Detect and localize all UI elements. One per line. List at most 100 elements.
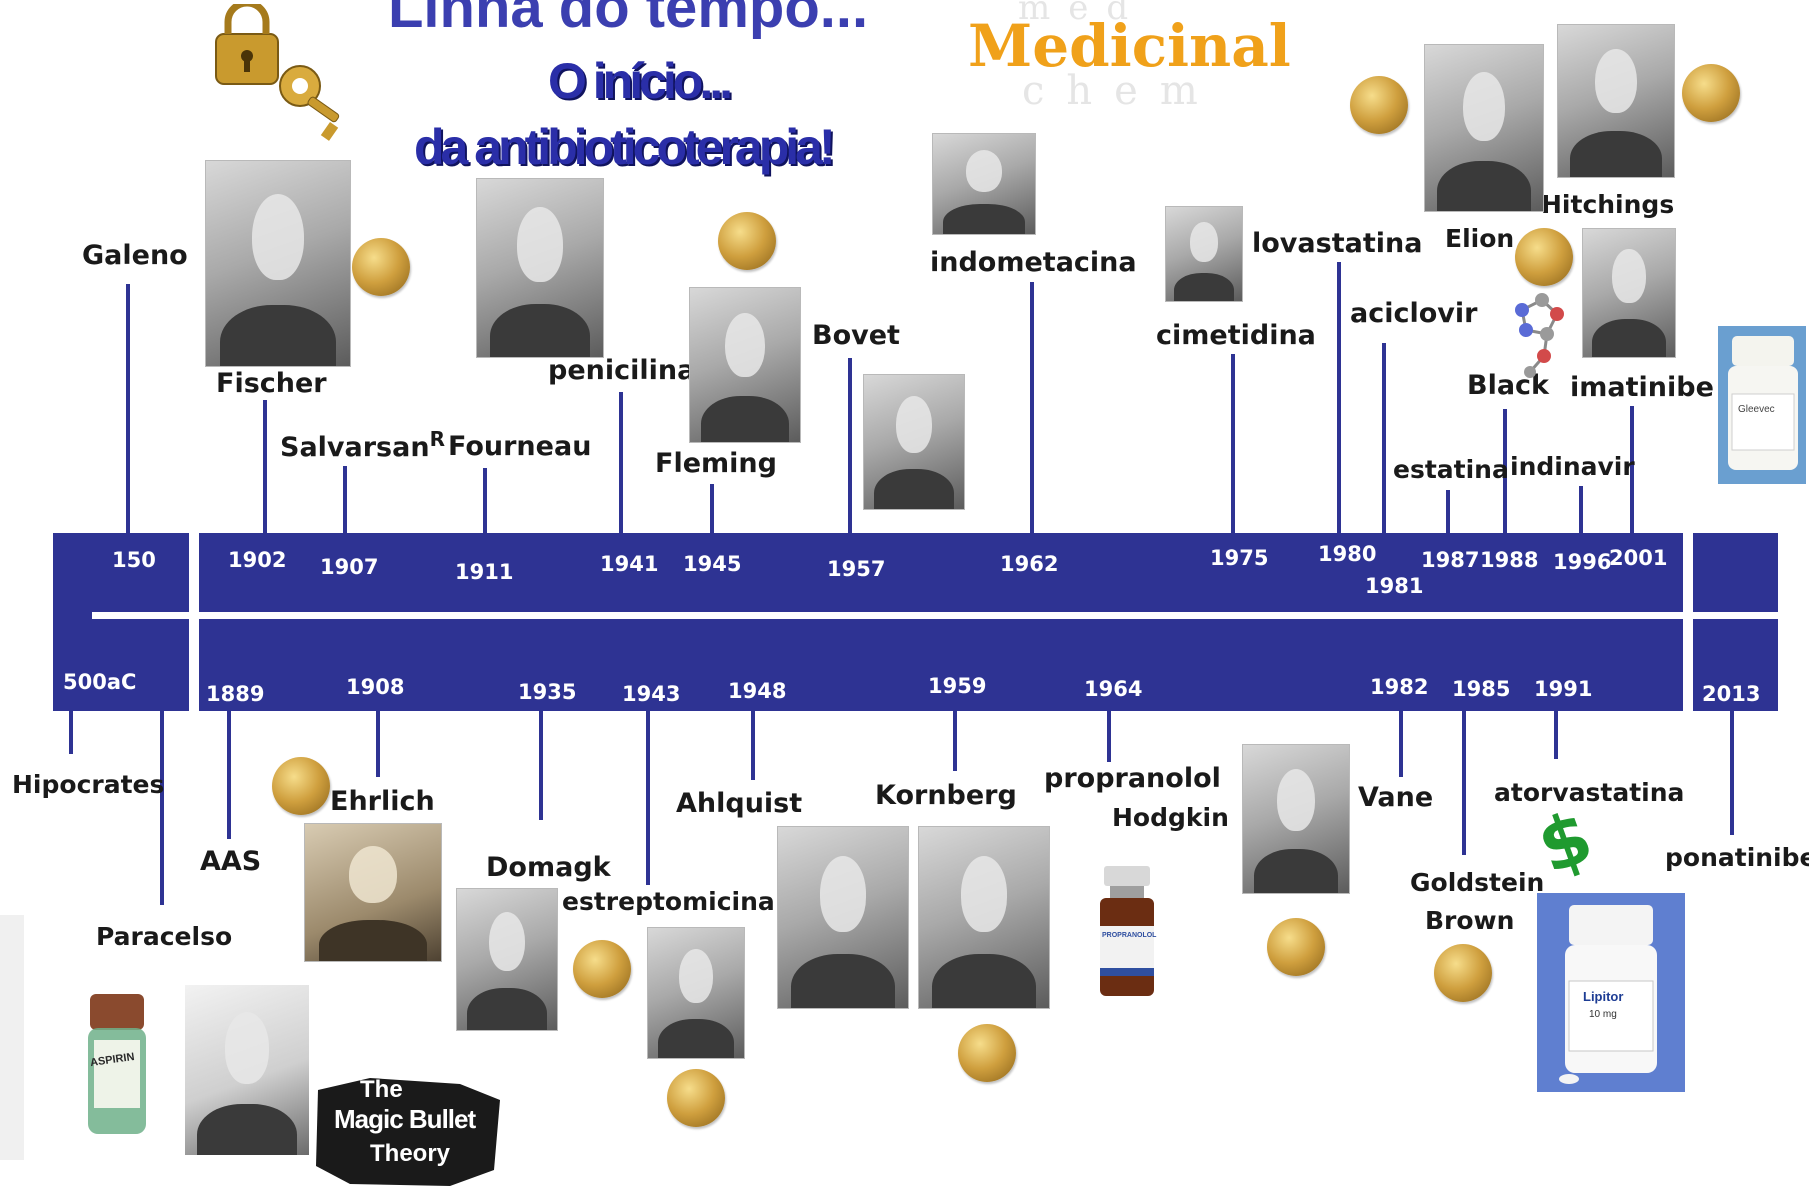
propranolol-vial-label: PROPRANOLOL	[1102, 932, 1157, 939]
stem-atorvastatina	[1554, 711, 1558, 759]
stem-imatinibe	[1630, 406, 1634, 533]
stem-galeno	[126, 284, 130, 533]
stem-estreptomicina	[646, 711, 650, 885]
label-aas: AAS	[200, 846, 262, 877]
label-black: Black	[1467, 370, 1550, 401]
nobel-medal-icon	[667, 1069, 725, 1127]
stem-propranolol	[1107, 711, 1111, 762]
stem-paracelso	[160, 711, 164, 905]
year-2013: 2013	[1702, 682, 1761, 706]
portrait-cimetidina	[1165, 206, 1243, 302]
stem-indinavir	[1579, 486, 1583, 533]
label-estreptomicina: estreptomicina	[562, 887, 775, 916]
portrait-fleming	[689, 287, 801, 443]
label-salvarsan-text: Salvarsan	[280, 432, 430, 463]
lipitor-bottle-image: Lipitor 10 mg	[1537, 893, 1685, 1092]
stem-aciclovir	[1382, 343, 1386, 533]
stem-fischer	[263, 400, 267, 533]
stem-salvarsan	[343, 466, 347, 533]
nobel-medal-icon	[573, 940, 631, 998]
label-goldstein: Goldstein	[1410, 868, 1545, 897]
label-ahlquist: Ahlquist	[676, 788, 803, 819]
page-title: Linha do tempo...	[388, 0, 869, 40]
label-galeno: Galeno	[82, 240, 188, 271]
stem-bovet	[848, 358, 852, 533]
portrait-kornberg	[918, 826, 1050, 1009]
year-1911: 1911	[455, 560, 514, 584]
label-indometacina: indometacina	[930, 247, 1137, 278]
label-ehrlich: Ehrlich	[330, 786, 435, 817]
label-elion: Elion	[1445, 224, 1515, 253]
year-1889: 1889	[206, 682, 265, 706]
magic-bullet-line1: The	[360, 1076, 403, 1103]
molecule-icon	[1502, 290, 1572, 380]
portrait-domagk	[456, 888, 558, 1031]
year-1981: 1981	[1365, 574, 1424, 598]
stem-black	[1503, 409, 1507, 533]
stem-fleming	[710, 484, 714, 533]
year-1975: 1975	[1210, 546, 1269, 570]
year-1945: 1945	[683, 552, 742, 576]
year-1943: 1943	[622, 682, 681, 706]
lipitor-label: Lipitor	[1583, 989, 1624, 1004]
label-estatina: estatina	[1393, 455, 1509, 484]
year-1902: 1902	[228, 548, 287, 572]
nobel-medal-icon	[1515, 228, 1573, 286]
label-ponatinibe: ponatinibe	[1665, 843, 1809, 872]
portrait-ehrlich	[304, 823, 442, 962]
brand-logo: Medicinal	[968, 12, 1291, 80]
timeline-divider	[92, 612, 1782, 619]
stem-estatina	[1446, 490, 1450, 533]
year-1980: 1980	[1318, 542, 1377, 566]
year-1982: 1982	[1370, 675, 1429, 699]
year-1935: 1935	[518, 680, 577, 704]
nobel-medal-icon	[718, 212, 776, 270]
year-1957: 1957	[827, 557, 886, 581]
label-vane: Vane	[1358, 782, 1434, 813]
portrait-hodgkin	[1242, 744, 1350, 894]
portrait-fischer	[205, 160, 351, 367]
stem-kornberg	[953, 711, 957, 771]
label-fischer: Fischer	[216, 368, 327, 399]
stem-lovastatina	[1337, 262, 1341, 533]
year-1985: 1985	[1452, 677, 1511, 701]
stem-hipocrates	[69, 711, 73, 754]
portrait-paracelso	[185, 985, 309, 1155]
brand-watermark-top: med	[1018, 0, 1147, 28]
portrait-fourneau	[476, 178, 604, 358]
label-hitchings: Hitchings	[1541, 190, 1675, 219]
nobel-medal-icon	[1434, 944, 1492, 1002]
nobel-medal-icon	[1682, 64, 1740, 122]
portrait-hitchings	[1557, 24, 1675, 178]
label-bovet: Bovet	[812, 320, 900, 351]
year-1988: 1988	[1480, 548, 1539, 572]
portrait-ahlquist	[777, 826, 909, 1009]
propranolol-vial-image: PROPRANOLOL	[1096, 866, 1158, 998]
gleevec-label: Gleevec	[1738, 404, 1775, 415]
subtitle-line2: da antibioticoterapia!	[414, 119, 836, 175]
portrait-indometacina	[932, 133, 1036, 235]
label-indinavir: indinavir	[1510, 452, 1635, 481]
year-1996: 1996	[1553, 550, 1612, 574]
stem-cimetidina	[1231, 354, 1235, 533]
stem-aas	[227, 711, 231, 839]
magic-bullet-line2: Magic Bullet	[334, 1104, 476, 1134]
aspirin-bottle-image: ASPIRIN	[86, 994, 148, 1138]
year-1948: 1948	[728, 679, 787, 703]
nobel-medal-icon	[1350, 76, 1408, 134]
label-brown: Brown	[1425, 906, 1515, 935]
gleevec-bottle-image: Gleevec	[1718, 326, 1806, 484]
portrait-black	[1582, 228, 1676, 358]
subtitle-line1: O início...	[548, 53, 733, 109]
portrait-elion	[1424, 44, 1544, 212]
nobel-medal-icon	[352, 238, 410, 296]
stem-ponatinibe	[1730, 711, 1734, 835]
magic-bullet-line3: Theory	[370, 1140, 451, 1167]
left-edge-panel	[0, 915, 24, 1160]
portrait-estreptomicina	[647, 927, 745, 1059]
label-lovastatina: lovastatina	[1252, 228, 1423, 259]
magic-bullet-logo: The Magic Bullet Theory	[310, 1070, 506, 1192]
year-1908: 1908	[346, 675, 405, 699]
timeline-band-right	[1693, 533, 1778, 711]
label-penicilina: penicilina	[548, 355, 696, 386]
